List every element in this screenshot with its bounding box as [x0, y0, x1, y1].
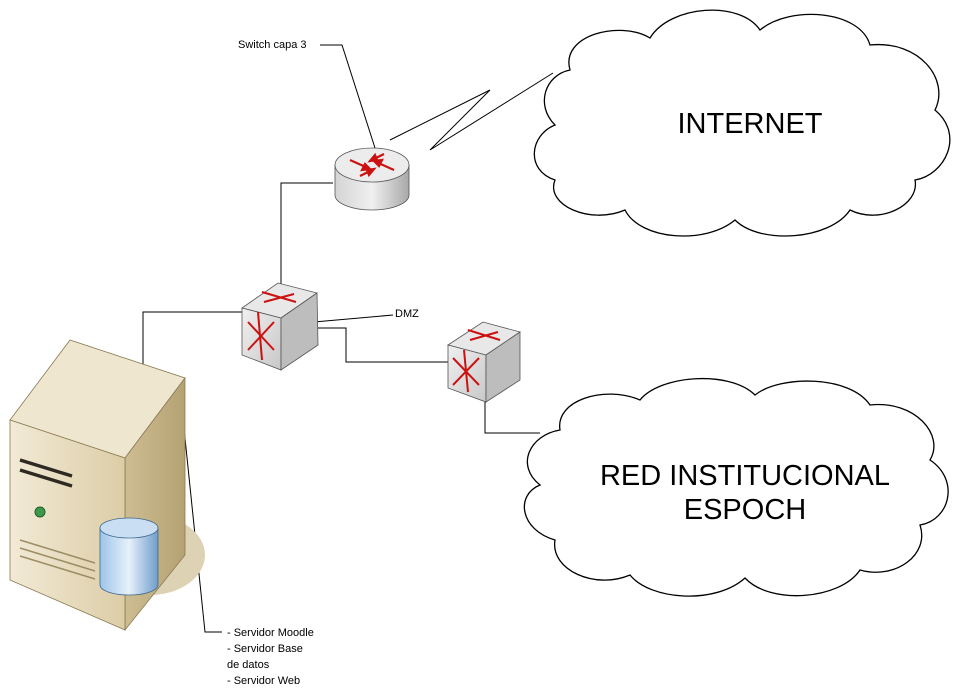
router-icon [334, 147, 410, 211]
server-role-item: de datos [227, 659, 270, 671]
internet-label: INTERNET [677, 108, 823, 140]
connections [97, 44, 554, 633]
switch-icon-2 [447, 321, 521, 403]
server-role-item: - Servidor Moodle [227, 627, 314, 639]
switch-capa3-label: Switch capa 3 [238, 39, 307, 51]
switch-icon [241, 282, 319, 371]
red-institucional-label-line2: ESPOCH [683, 494, 807, 526]
database-icon [99, 517, 159, 596]
internet-cloud-shape [533, 9, 951, 237]
server-role-list: - Servidor Moodle - Servidor Base de dat… [227, 625, 314, 689]
server-role-item: - Servidor Web [227, 675, 301, 687]
dmz-label: DMZ [395, 308, 419, 320]
red-institucional-label-line1: RED INSTITUCIONAL [599, 460, 891, 492]
server-role-item: - Servidor Base [227, 643, 303, 655]
red-institucional-cloud-shape [523, 378, 949, 597]
